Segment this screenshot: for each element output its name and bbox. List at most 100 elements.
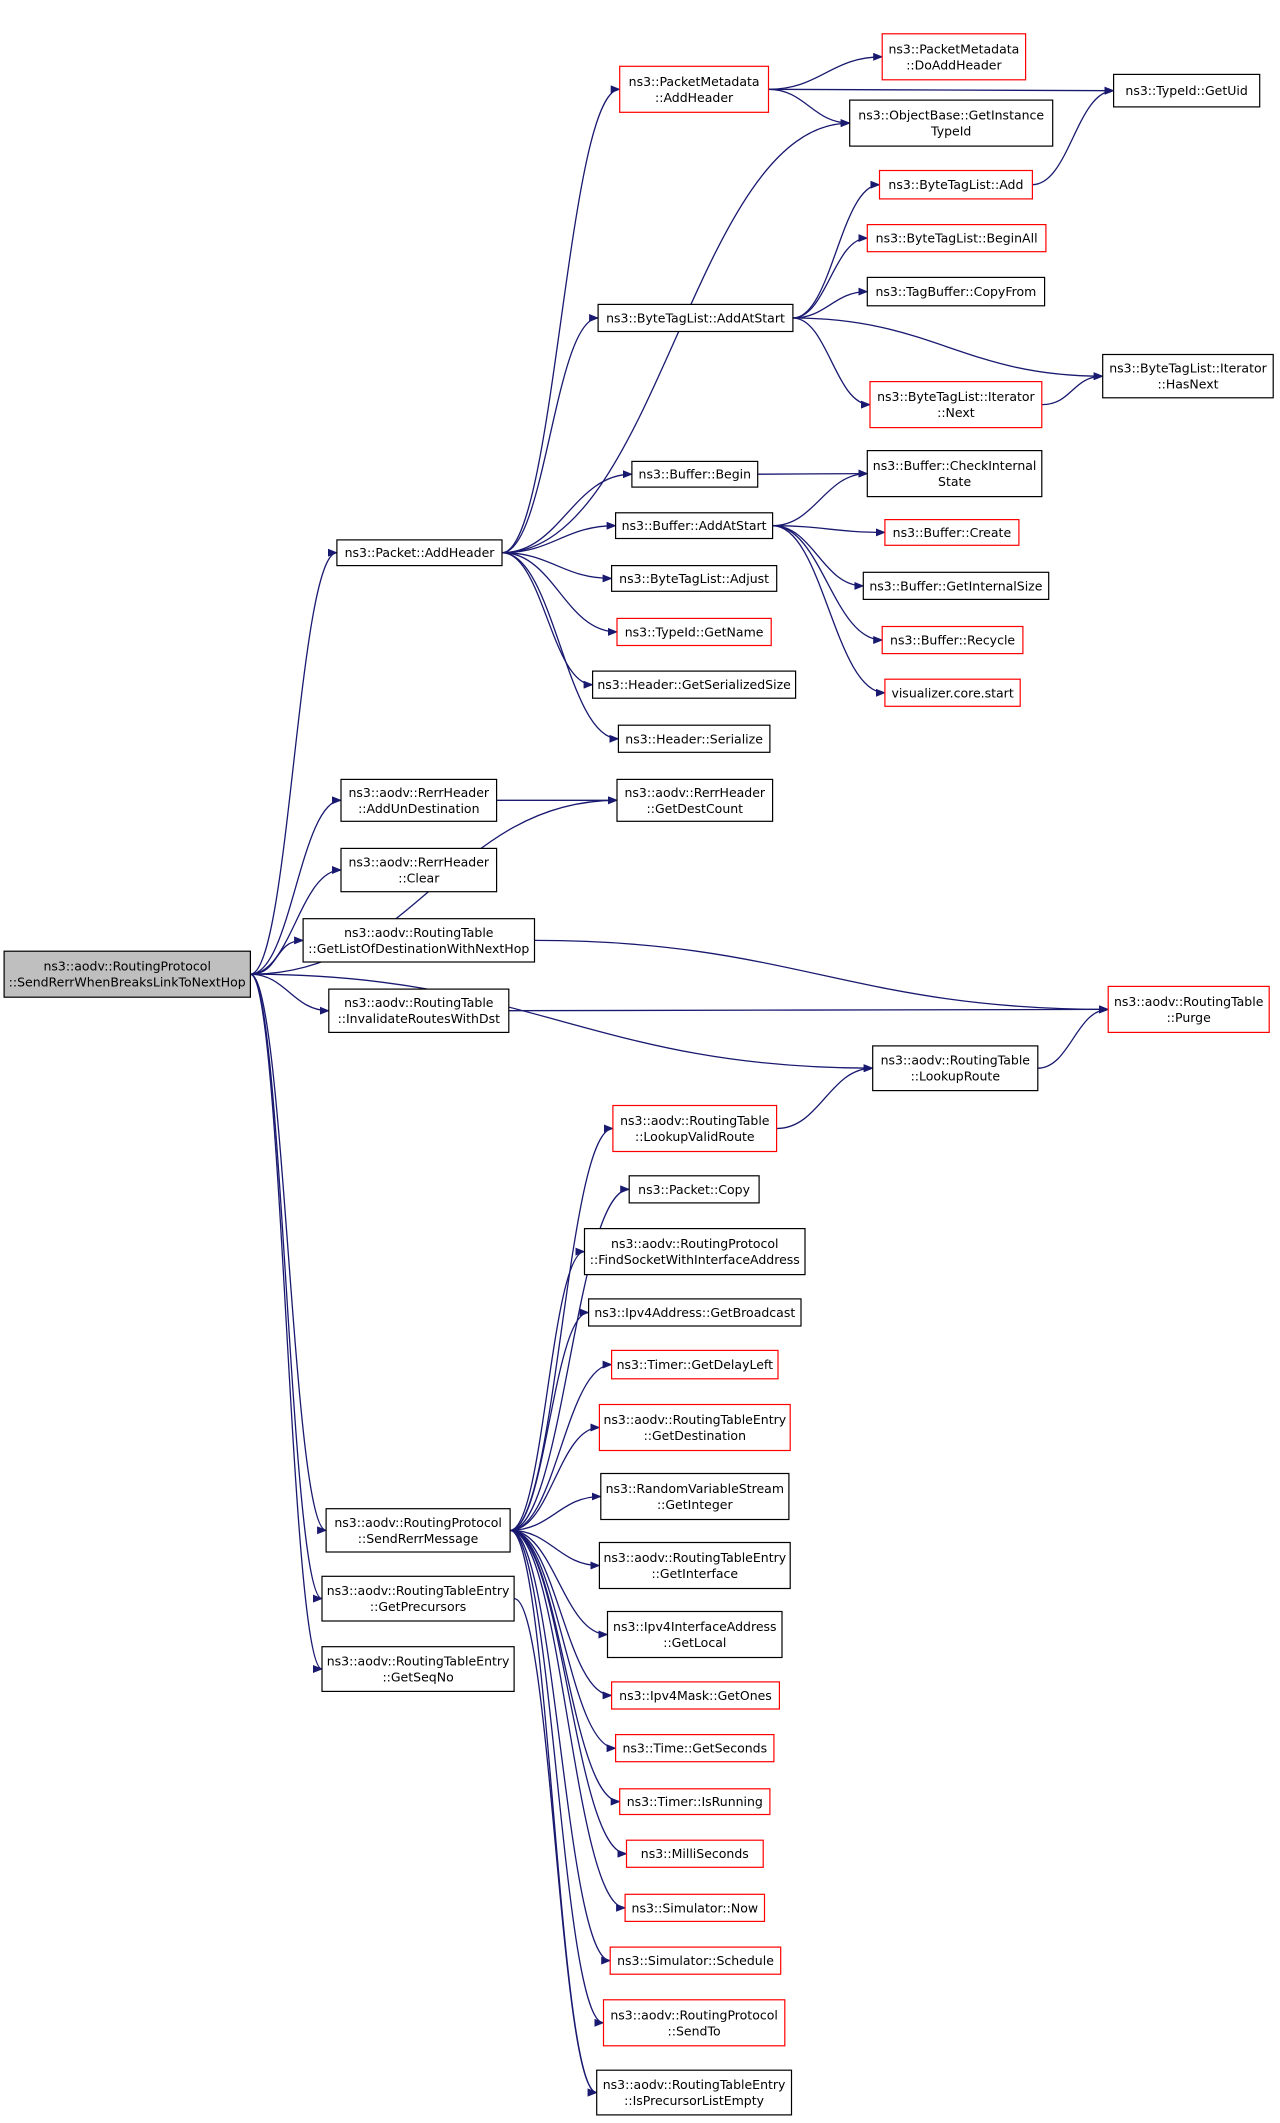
node-label-line: ns3::TypeId::GetUid bbox=[1125, 83, 1247, 98]
node-rerr-clear[interactable]: ns3::aodv::RerrHeader::Clear bbox=[340, 847, 498, 893]
node-btl-beginall[interactable]: ns3::ByteTagList::BeginAll bbox=[866, 224, 1047, 253]
node-buf-create[interactable]: ns3::Buffer::Create bbox=[884, 518, 1020, 546]
node-rp-findsocket[interactable]: ns3::aodv::RoutingProtocol::FindSocketWi… bbox=[583, 1227, 806, 1276]
edge-root-to-rerr_clear bbox=[250, 866, 342, 975]
edge-root-to-rte_getseqno bbox=[249, 973, 323, 1673]
node-ipv4-getbroadcast[interactable]: ns3::Ipv4Address::GetBroadcast bbox=[587, 1298, 802, 1327]
node-label-line: ns3::Buffer::Recycle bbox=[890, 633, 1015, 648]
node-label-line: ns3::PacketMetadata bbox=[888, 41, 1019, 56]
node-tagbuf-copyfrom[interactable]: ns3::TagBuffer::CopyFrom bbox=[866, 276, 1046, 307]
node-sim-now[interactable]: ns3::Simulator::Now bbox=[624, 1893, 766, 1923]
node-btl-addatstart[interactable]: ns3::ByteTagList::AddAtStart bbox=[597, 303, 794, 333]
node-label-line: ns3::Buffer::GetInternalSize bbox=[869, 578, 1042, 593]
node-label-line: State bbox=[938, 474, 971, 489]
node-root[interactable]: ns3::aodv::RoutingProtocol::SendRerrWhen… bbox=[3, 950, 252, 998]
node-hdr-getserializedsize[interactable]: ns3::Header::GetSerializedSize bbox=[591, 670, 797, 699]
edge-buf_addatstart-to-buf_create bbox=[772, 525, 886, 537]
node-label-line: ::HasNext bbox=[1157, 377, 1218, 392]
node-label-line: TypeId bbox=[930, 124, 971, 139]
node-typeid-getname[interactable]: ns3::TypeId::GetName bbox=[616, 617, 772, 647]
edge-pkt_addheader-to-btl_addatstart bbox=[501, 314, 600, 554]
node-pmeta-addheader[interactable]: ns3::PacketMetadata::AddHeader bbox=[619, 65, 770, 113]
node-buf-begin[interactable]: ns3::Buffer::Begin bbox=[631, 460, 759, 488]
node-rt-purge[interactable]: ns3::aodv::RoutingTable::Purge bbox=[1107, 985, 1270, 1034]
node-vis-core-start[interactable]: visualizer.core.start bbox=[884, 678, 1021, 707]
node-box bbox=[878, 169, 1033, 200]
node-rte-getseqno[interactable]: ns3::aodv::RoutingTableEntry::GetSeqNo bbox=[321, 1646, 515, 1692]
node-rt-invalidate[interactable]: ns3::aodv::RoutingTable::InvalidateRoute… bbox=[328, 988, 510, 1033]
node-label-line: ::AddHeader bbox=[655, 90, 734, 105]
node-buf-recycle[interactable]: ns3::Buffer::Recycle bbox=[881, 625, 1024, 655]
node-box bbox=[321, 1575, 515, 1622]
node-rp-sendto[interactable]: ns3::aodv::RoutingProtocol::SendTo bbox=[602, 1999, 786, 2047]
node-typeid-getuid[interactable]: ns3::TypeId::GetUid bbox=[1112, 73, 1261, 108]
node-rerr-addundest[interactable]: ns3::aodv::RerrHeader::AddUnDestination bbox=[340, 778, 498, 822]
node-box bbox=[628, 1175, 760, 1204]
node-ipv4mask-getones[interactable]: ns3::Ipv4Mask::GetOnes bbox=[610, 1681, 780, 1710]
node-label-line: ::DoAddHeader bbox=[906, 57, 1002, 72]
node-rt-lookupvalidroute[interactable]: ns3::aodv::RoutingTable::LookupValidRout… bbox=[612, 1104, 778, 1153]
node-timer-getdelayleft[interactable]: ns3::Timer::GetDelayLeft bbox=[610, 1349, 779, 1380]
node-box bbox=[614, 1733, 775, 1763]
node-label-line: ns3::Buffer::CheckInternal bbox=[873, 458, 1037, 473]
node-timer-isrunning[interactable]: ns3::Timer::IsRunning bbox=[619, 1788, 771, 1816]
node-pkt-addheader[interactable]: ns3::Packet::AddHeader bbox=[336, 539, 503, 567]
edge-rp_sendrerrmessage-to-time_getseconds bbox=[510, 1529, 617, 1753]
node-label-line: ns3::ByteTagList::Iterator bbox=[877, 389, 1035, 404]
node-label-line: ns3::ByteTagList::Iterator bbox=[1109, 361, 1267, 376]
node-btl-adjust[interactable]: ns3::ByteTagList::Adjust bbox=[610, 564, 778, 592]
node-box bbox=[1112, 73, 1261, 108]
node-box bbox=[598, 1403, 791, 1452]
node-rerr-getdestcount[interactable]: ns3::aodv::RerrHeader::GetDestCount bbox=[616, 778, 774, 822]
node-btl-add[interactable]: ns3::ByteTagList::Add bbox=[878, 169, 1033, 200]
node-sim-schedule[interactable]: ns3::Simulator::Schedule bbox=[609, 1946, 782, 1975]
node-rte-isprecursorlistempty[interactable]: ns3::aodv::RoutingTableEntry::IsPrecurso… bbox=[596, 2069, 793, 2116]
node-ipv4ia-getlocal[interactable]: ns3::Ipv4InterfaceAddress::GetLocal bbox=[606, 1610, 783, 1659]
edge-rp_sendrerrmessage-to-rp_sendto bbox=[509, 1529, 605, 2027]
node-rt-getlistofdest[interactable]: ns3::aodv::RoutingTable::GetListOfDestin… bbox=[302, 918, 536, 963]
edge-root-to-rp_sendrerrmessage bbox=[250, 973, 328, 1535]
edge-rte_getprecursors-to-rte_isprecursorlistempty bbox=[513, 1597, 598, 2097]
node-btl-iter-hasnext[interactable]: ns3::ByteTagList::Iterator::HasNext bbox=[1102, 353, 1274, 399]
node-box bbox=[610, 1681, 780, 1710]
node-time-getseconds[interactable]: ns3::Time::GetSeconds bbox=[614, 1733, 775, 1763]
node-box bbox=[609, 1946, 782, 1975]
node-label-line: ns3::aodv::RoutingProtocol bbox=[43, 959, 211, 974]
node-rte-getdestination[interactable]: ns3::aodv::RoutingTableEntry::GetDestina… bbox=[598, 1403, 791, 1452]
node-label-line: ns3::aodv::RerrHeader bbox=[349, 855, 490, 870]
edge-pkt_addheader-to-buf_begin bbox=[501, 470, 633, 554]
node-label-line: ns3::aodv::RoutingTableEntry bbox=[327, 1583, 510, 1598]
node-buf-getinternalsize[interactable]: ns3::Buffer::GetInternalSize bbox=[862, 571, 1050, 600]
node-rte-getprecursors[interactable]: ns3::aodv::RoutingTableEntry::GetPrecurs… bbox=[321, 1575, 515, 1622]
node-rte-getinterface[interactable]: ns3::aodv::RoutingTableEntry::GetInterfa… bbox=[598, 1541, 791, 1590]
edge-rp_sendrerrmessage-to-rte_getinterface bbox=[510, 1529, 601, 1570]
node-label-line: ns3::Buffer::AddAtStart bbox=[622, 518, 767, 533]
node-btl-iter-next[interactable]: ns3::ByteTagList::Iterator::Next bbox=[869, 381, 1043, 429]
edge-rp_sendrerrmessage-to-timer_getdelayleft bbox=[510, 1360, 613, 1531]
node-label-line: ns3::Buffer::Begin bbox=[639, 467, 752, 482]
node-milliseconds[interactable]: ns3::MilliSeconds bbox=[625, 1839, 764, 1868]
node-label-line: ns3::ByteTagList::Add bbox=[888, 177, 1023, 192]
nodes-layer: ns3::aodv::RoutingProtocol::SendRerrWhen… bbox=[3, 33, 1274, 2116]
node-box bbox=[598, 1541, 791, 1590]
node-buf-addatstart[interactable]: ns3::Buffer::AddAtStart bbox=[614, 512, 774, 540]
node-box bbox=[866, 276, 1046, 307]
edge-pmeta_addheader-to-pmeta_doaddheader bbox=[768, 52, 884, 90]
node-rp-sendrerrmessage[interactable]: ns3::aodv::RoutingProtocol::SendRerrMess… bbox=[325, 1508, 511, 1553]
node-box bbox=[3, 950, 252, 998]
node-pkt-copy[interactable]: ns3::Packet::Copy bbox=[628, 1175, 760, 1204]
node-label-line: ns3::Simulator::Schedule bbox=[617, 1953, 774, 1968]
node-rt-lookuproute[interactable]: ns3::aodv::RoutingTable::LookupRoute bbox=[872, 1045, 1039, 1092]
node-hdr-serialize[interactable]: ns3::Header::Serialize bbox=[617, 724, 771, 753]
node-box bbox=[616, 617, 772, 647]
node-box bbox=[881, 625, 1024, 655]
node-label-line: ns3::Header::Serialize bbox=[625, 731, 763, 746]
node-label-line: visualizer.core.start bbox=[891, 685, 1013, 700]
node-label-line: ns3::aodv::RoutingTable bbox=[620, 1113, 770, 1128]
node-pmeta-doaddheader[interactable]: ns3::PacketMetadata::DoAddHeader bbox=[881, 33, 1027, 81]
edge-rt_getlistofdest-to-rt_purge bbox=[534, 939, 1110, 1014]
node-rvs-getinteger[interactable]: ns3::RandomVariableStream::GetInteger bbox=[600, 1472, 790, 1521]
node-label-line: ns3::aodv::RerrHeader bbox=[625, 785, 766, 800]
